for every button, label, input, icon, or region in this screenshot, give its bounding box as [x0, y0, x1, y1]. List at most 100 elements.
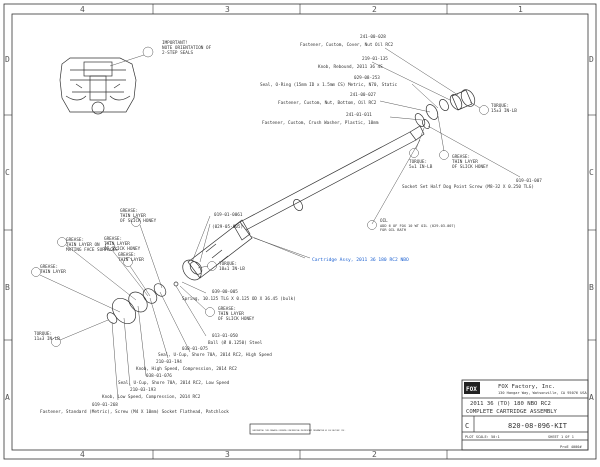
callout-part-number: 013-01-050 — [212, 333, 238, 339]
sheet-size: C — [465, 422, 469, 430]
note-title: GREASE: — [104, 236, 122, 242]
zone-col-3-top: 3 — [225, 5, 230, 14]
callout-210-03-193: 210-03-193 Knob, Low Speed, Compression,… — [102, 387, 201, 400]
drawing-title-line-1: 2011 36 (TO) 180 NBO RC2 — [470, 401, 551, 407]
callout-description: Knob, Rebound, 2011 36 4S — [318, 64, 383, 70]
callout-038-01-076: 038-01-076 Seal, U-Cup, Shore 70A, 2014 … — [118, 373, 230, 386]
callout-part-number: 019-01-007 — [516, 178, 542, 184]
zone-col-4-bottom: 4 — [80, 450, 85, 459]
compression-knob-stack — [106, 281, 179, 324]
note-value: THIN LAYER — [218, 311, 244, 317]
callout-description: Fastener, Custom, Crush Washer, Plastic,… — [262, 120, 379, 126]
company-address: 130 Hangar Way, Watsonville, CA 95076 US… — [498, 391, 588, 395]
callout-description: Fastener, Standard (Metric), Screw (M4 X… — [40, 409, 229, 415]
note-torque-1: TORQUE: 15±3 IN-LB — [469, 101, 517, 115]
callout-part-number: 019-01-0061 — [214, 212, 243, 218]
callout-oil: OIL ADD 6 OF FOX 10 WT OIL (029-03-007) … — [367, 218, 456, 232]
callout-013-01-050: 013-01-050 Ball (Ø 0.1250) Steel — [208, 333, 263, 346]
important-note-line-3: 2-STEP SEALS — [162, 50, 193, 56]
note-value: THIN LAYER — [452, 159, 478, 165]
drawing-title-line-2: COMPLETE CARTRIDGE ASSEMBLY — [466, 409, 558, 415]
callout-219-01-135: 219-01-135 Knob, Rebound, 2011 36 4S — [318, 56, 388, 70]
drawing-number: 820-08-096-KIT — [508, 422, 568, 430]
note-torque-2: TORQUE: 5±1 IN-LB — [409, 127, 433, 170]
callout-241-01-011: 241-01-011 Fastener, Custom, Crush Washe… — [262, 112, 379, 126]
important-note-line-2: NOTE ORIENTATION OF — [162, 45, 212, 51]
company-name: FOX Factory, Inc. — [498, 384, 555, 390]
callout-019-01-007: 019-01-007 Socket Set Half Dog Point Scr… — [402, 178, 542, 190]
callout-019-01-0061: 019-01-0061 — [214, 212, 243, 218]
callout-part-number: OIL — [380, 218, 388, 224]
callout-part-number: 029-08-253 — [354, 75, 380, 81]
note-title: TORQUE: — [409, 159, 427, 165]
note-title: TORQUE: — [219, 261, 237, 267]
cartridge-body — [182, 221, 253, 281]
callout-029-05-005: (029-05-005) — [212, 224, 243, 230]
note-value: 15±3 IN-LB — [491, 108, 517, 114]
plot-scale: PLOT SCALE: 50:1 — [465, 435, 500, 439]
zone-row-a-left: A — [5, 393, 10, 402]
callout-241-00-028: 241-00-028 Fastener, Custom, Cover, Nut … — [300, 34, 394, 48]
leader-lines — [111, 47, 521, 401]
callout-241-00-027: 241-00-027 Fastener, Custom, Nut, Bottom… — [278, 92, 377, 106]
zone-row-a-right: A — [589, 393, 594, 402]
zone-row-d-left: D — [5, 55, 10, 64]
callout-part-number: 210-03-194 — [156, 359, 182, 365]
note-value: 10±1 IN-LB — [219, 266, 245, 272]
callout-description: ADD 6 OF FOX 10 WT OIL (029-03-007) — [380, 224, 456, 228]
callout-019-01-268: 019-01-268 Fastener, Standard (Metric), … — [40, 402, 229, 415]
callout-description: Knob, High Speed, Compression, 2014 RC2 — [136, 366, 237, 372]
note-value: THIN LAYER — [118, 257, 144, 263]
title-block: FOX FOX Factory, Inc. 130 Hangar Way, Wa… — [461, 379, 589, 451]
note-title: GREASE: — [452, 154, 470, 160]
callout-part-number: 241-00-028 — [360, 34, 386, 40]
note-value: THIN LAYER — [40, 269, 66, 275]
zone-row-c-left: C — [5, 168, 10, 177]
zone-col-4-top: 4 — [80, 5, 85, 14]
note-grease-1: GREASE: THIN LAYER OF SLICK HONEY — [437, 115, 489, 170]
note-title: GREASE: — [66, 237, 84, 243]
note-grease-3: GREASE: THIN LAYER ON MATING FACE SURFAC… — [57, 237, 137, 301]
note-grease-2: GREASE: THIN LAYER OF SLICK HONEY — [120, 208, 163, 289]
note-value: 11±3 IN-LB — [34, 336, 60, 342]
top-hardware-stack — [414, 89, 476, 127]
form-number: ProE 4000# — [560, 445, 582, 449]
callout-part-number: 019-01-268 — [92, 402, 118, 408]
zone-col-3-bottom: 3 — [225, 450, 230, 459]
note-value-2: OF SLICK HONEY — [452, 164, 489, 170]
callout-part-number: 241-01-011 — [346, 112, 372, 118]
callout-description: Spring, 10.125 TLG X 0.125 OD X 36.45 (b… — [182, 296, 296, 302]
callout-038-01-075: 038-01-075 Seal, U-Cup, Shore 70A, 2014 … — [158, 346, 272, 358]
zone-row-d-right: D — [589, 55, 594, 64]
note-value-2: OF SLICK HONEY — [120, 218, 157, 224]
note-grease-6: GREASE: THIN LAYER — [31, 264, 121, 313]
important-note-line-1: IMPORTANT! — [162, 40, 188, 46]
note-value: THIN LAYER — [120, 213, 146, 219]
note-torque-4: TORQUE: 10±1 IN-LB — [197, 261, 245, 272]
callout-210-03-194: 210-03-194 Knob, High Speed, Compression… — [136, 359, 237, 372]
sheet-number: SHEET 1 OF 1 — [548, 435, 574, 439]
callout-description: Seal, O-Ring (15mm ID x 1.5mm CS) Metric… — [260, 82, 398, 88]
note-torque-5: TORQUE: 11±3 IN-LB — [34, 319, 109, 347]
note-value-2: OF SLICK HONEY — [104, 246, 141, 252]
note-value: 5±1 IN-LB — [409, 164, 433, 170]
callout-description: Socket Set Half Dog Point Screw (M8-32 X… — [402, 184, 534, 190]
zone-row-c-right: C — [589, 168, 594, 177]
note-title: TORQUE: — [491, 103, 509, 109]
callout-description: Ball (Ø 0.1250) Steel — [208, 339, 263, 346]
note-grease-5: GREASE: THIN LAYER — [118, 252, 151, 297]
callout-part-number: 039-00-005 — [212, 289, 238, 295]
zone-col-1-top: 1 — [518, 5, 523, 14]
note-grease-7: GREASE: THIN LAYER OF SLICK HONEY — [179, 285, 255, 322]
note-value-2: OF SLICK HONEY — [218, 316, 255, 322]
fox-logo-text: FOX — [466, 386, 477, 393]
callout-description-2: FOR OIL BATH — [380, 228, 406, 232]
callout-description: Knob, Low Speed, Compression, 2014 RC2 — [102, 394, 201, 400]
callout-description: Seal, U-Cup, Shore 70A, 2014 RC2, Low Sp… — [118, 380, 230, 386]
note-title: GREASE: — [120, 208, 138, 214]
zone-col-2-top: 2 — [372, 5, 377, 14]
callout-029-08-253: 029-08-253 Seal, O-Ring (15mm ID x 1.5mm… — [260, 75, 398, 88]
note-value: THIN LAYER — [104, 241, 130, 247]
note-title: GREASE: — [218, 306, 236, 312]
